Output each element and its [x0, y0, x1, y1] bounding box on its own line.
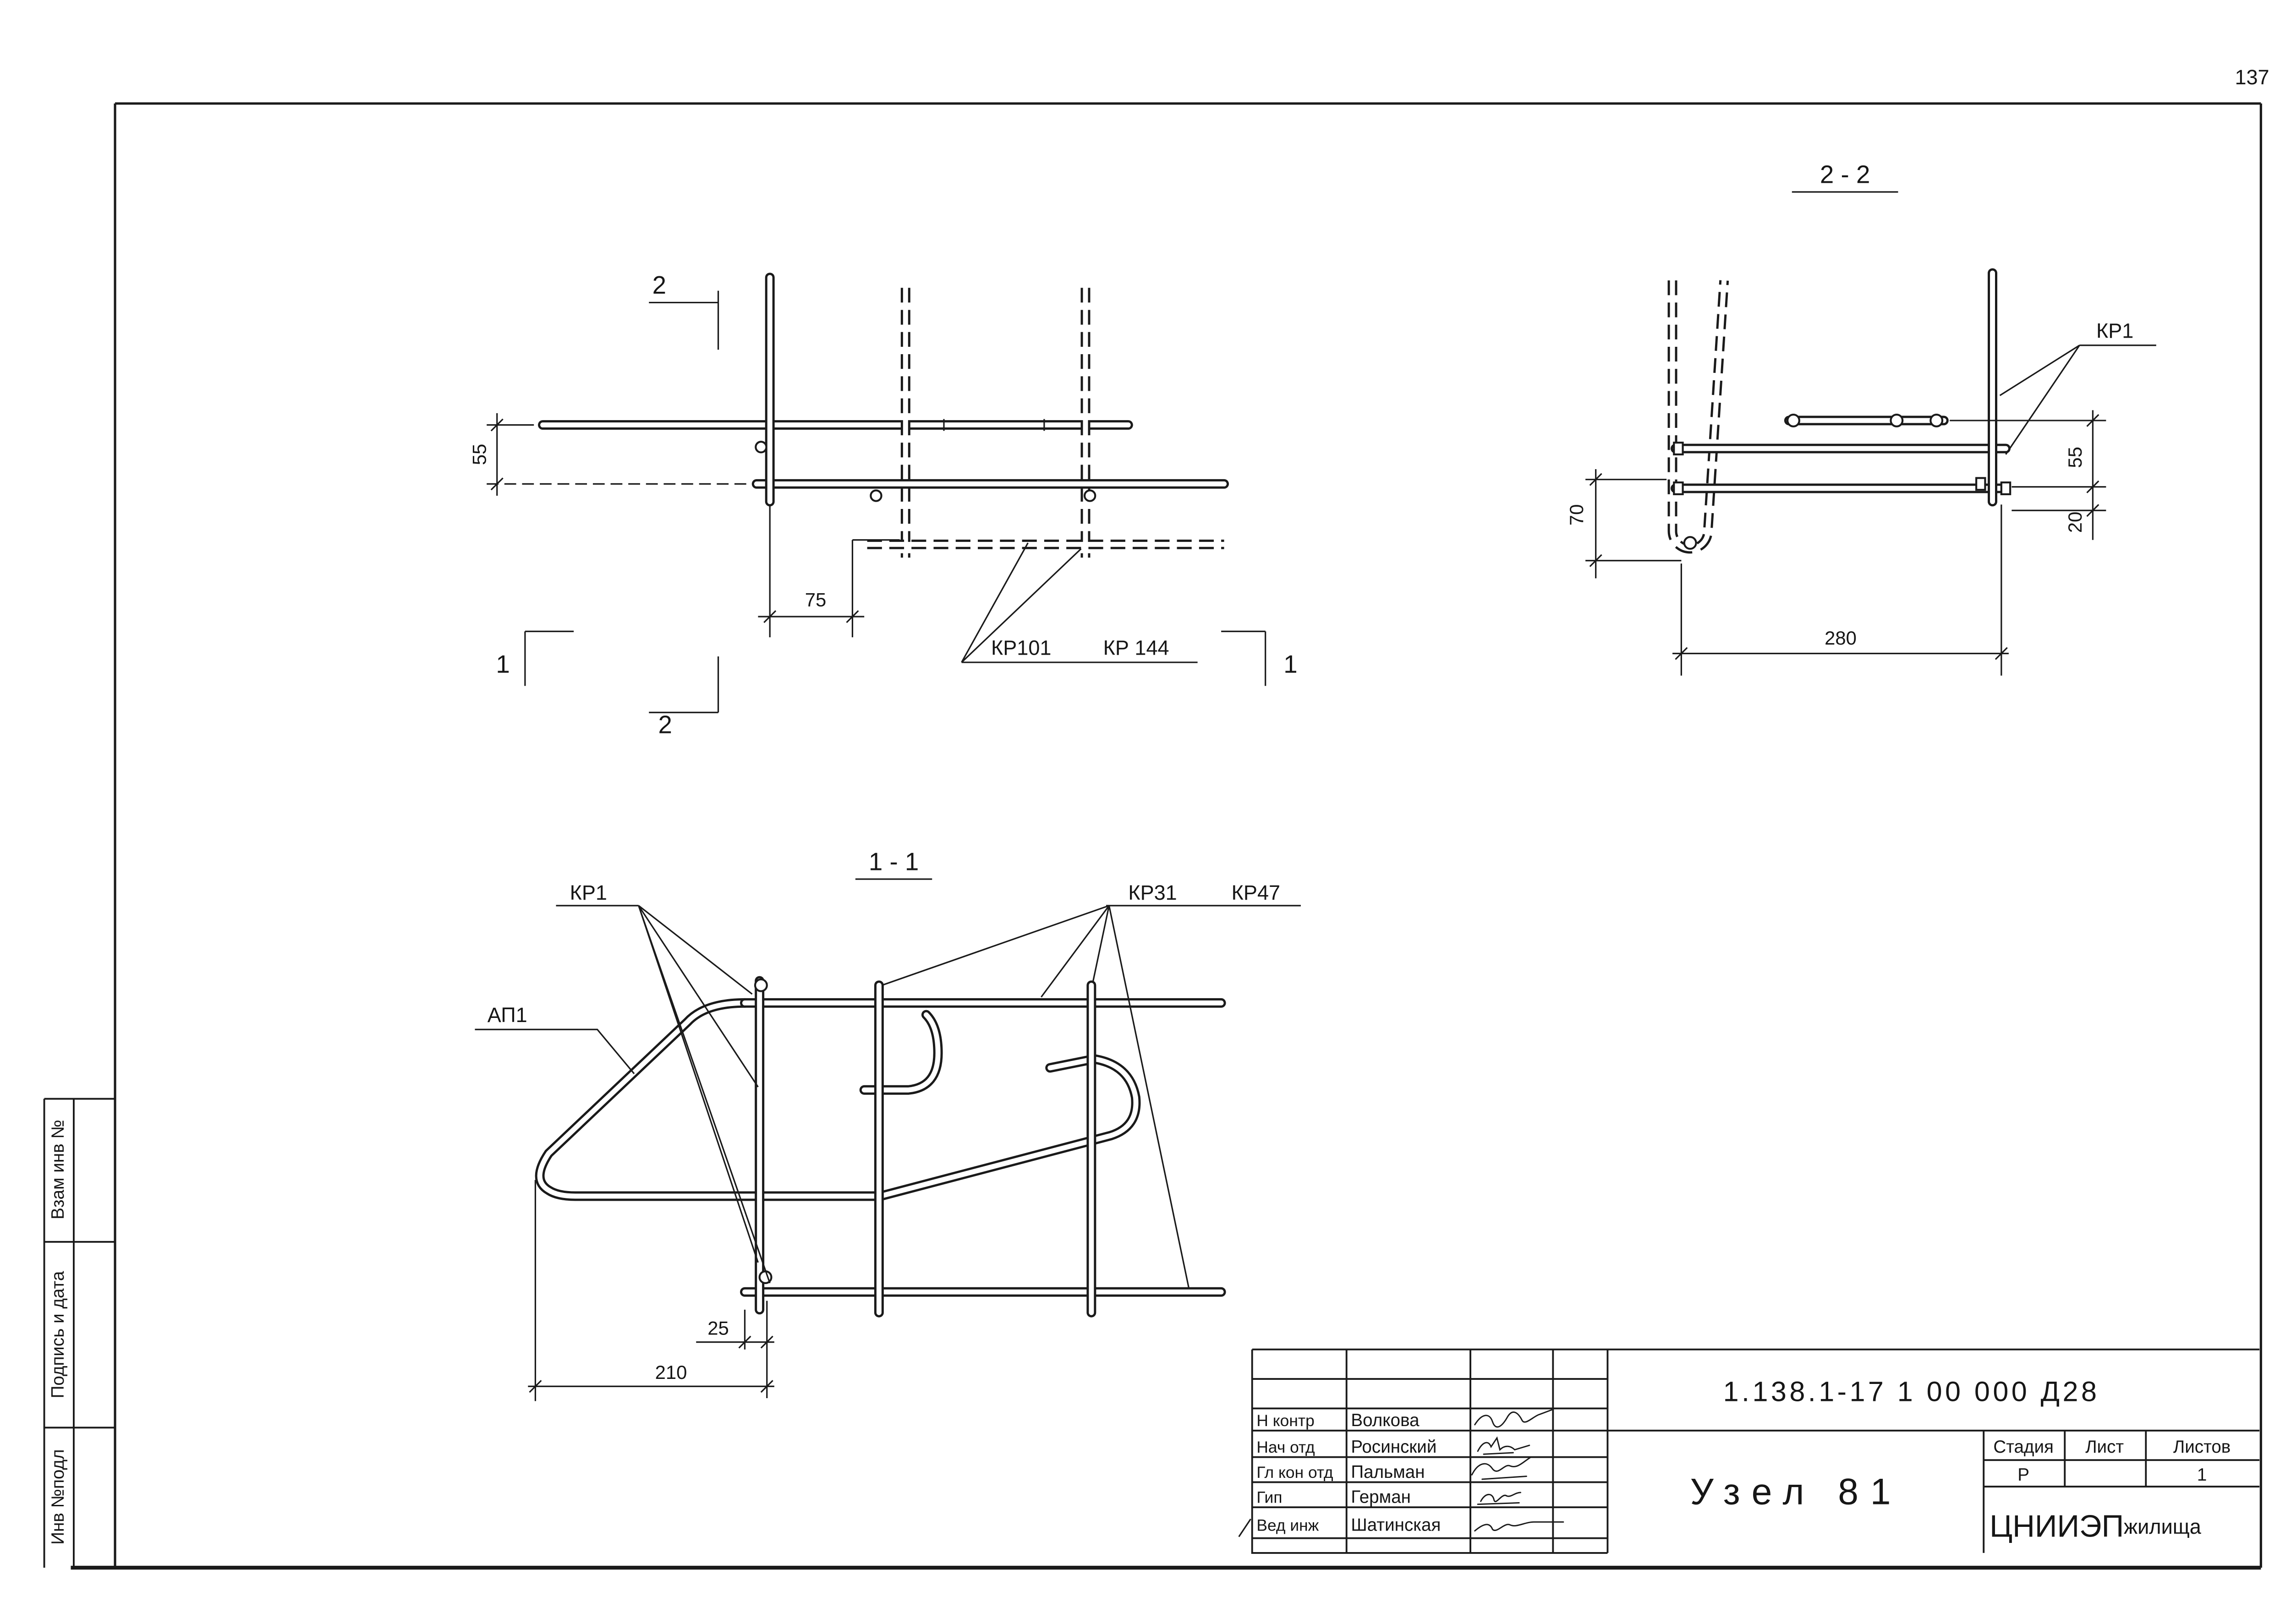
plan-callout-kr101: КР101	[991, 636, 1051, 660]
staff-name-5: Шатинская	[1351, 1515, 1441, 1535]
plan-bar-section-3	[1083, 489, 1096, 502]
section-2-2-dim-70-line	[1589, 469, 1602, 579]
plan-callout-leader	[961, 542, 1198, 663]
plan-dim-75-extension	[769, 504, 900, 638]
section-1-1-ap1-bent-bar	[535, 998, 1141, 1201]
section-2-2-upper-pin-3	[1929, 413, 1944, 427]
plan-dim-55-value: 55	[468, 444, 490, 465]
signature-2	[1477, 1436, 1530, 1455]
signature-3	[1471, 1456, 1532, 1480]
staff-name-4: Герман	[1351, 1487, 1411, 1507]
section-1-1-dim-210-value: 210	[655, 1362, 687, 1383]
staff-role-4: Гип	[1256, 1488, 1282, 1506]
section-2-2-dim-280-value: 280	[1825, 627, 1857, 649]
staff-role-3: Гл кон отд	[1256, 1463, 1333, 1482]
drawing-title: Узел 81	[1690, 1471, 1903, 1513]
organization-name: ЦНИИЭП	[1990, 1509, 2124, 1544]
section-1-1-dim-210-line	[528, 1380, 774, 1393]
signature-4	[1477, 1492, 1521, 1505]
plan-dim-55-line	[490, 413, 504, 496]
section-2-2-bar-end-1	[1673, 442, 1684, 456]
side-stamp: Взам инв № Подпись и дата Инв №подл	[43, 1098, 115, 1568]
section-1-1-kr31-kr47-leader	[882, 905, 1301, 1288]
staff-name-2: Росинский	[1351, 1437, 1436, 1457]
section-2-2-dim-55-value: 55	[2064, 447, 2086, 468]
section-mark-1-left-line	[524, 630, 574, 686]
title-block-margin-mark	[1238, 1518, 1251, 1537]
plan-callout-kr144: КР 144	[1103, 636, 1169, 660]
staff-role-2: Нач отд	[1256, 1438, 1315, 1456]
section-1-1-kr1-leader	[556, 905, 771, 1284]
section-mark-2-bottom-line	[649, 656, 719, 713]
section-2-2-dim-20-value: 20	[2064, 512, 2086, 533]
section-2-2: 2 - 2 КР1 55 20 70 280	[1566, 160, 2156, 676]
section-2-2-upper-pin-2	[1890, 413, 1904, 427]
section-2-2-hairpin-pin	[1683, 536, 1697, 550]
section-mark-1-left-label: 1	[496, 650, 510, 678]
section-1-1-dim-25-value: 25	[707, 1318, 729, 1339]
side-stamp-inventory-original: Инв №подл	[48, 1449, 68, 1544]
section-2-2-callout-kr1: КР1	[2096, 319, 2133, 343]
staff-name-1: Волкова	[1351, 1411, 1420, 1430]
plan-dim-75-value: 75	[805, 589, 827, 610]
drawing-frame	[71, 102, 2262, 1570]
plan-bar-section-2	[870, 489, 882, 502]
page-number: 137	[2235, 66, 2269, 89]
side-stamp-signature-date: Подпись и дата	[48, 1271, 68, 1398]
section-1-1-title: 1 - 1	[869, 848, 919, 876]
section-2-2-dim-right-line	[2086, 410, 2099, 540]
stage-header: Стадия	[1993, 1437, 2054, 1457]
title-block: Н контр Волкова Нач отд Росинский Гл кон…	[1238, 1348, 2260, 1554]
title-block-left-columns	[1345, 1349, 1609, 1553]
section-1-1-callout-kr31: КР31	[1128, 881, 1177, 904]
section-1-1-ap1-leader	[475, 1028, 635, 1074]
section-1-1-callout-kr1: КР1	[570, 881, 607, 904]
plan-view: 2 2 1 1 55 75 КР101 КР 144	[468, 271, 1297, 738]
section-1-1-pin-top	[754, 978, 768, 992]
section-mark-1-right-label: 1	[1283, 650, 1297, 678]
stage-value: Р	[2017, 1465, 2029, 1485]
section-mark-2-top-line	[649, 290, 719, 350]
sheets-header: Листов	[2173, 1437, 2231, 1457]
section-2-2-bar-end-2	[1673, 481, 1684, 495]
title-block-left-rows	[1252, 1378, 1608, 1539]
section-2-2-bar-end-3	[1975, 477, 1986, 491]
side-stamp-replaced-inventory: Взам инв №	[48, 1120, 68, 1219]
sheets-total-value: 1	[2197, 1465, 2207, 1485]
organization-suffix: жилища	[2124, 1515, 2202, 1538]
staff-role-5: Вед инж	[1256, 1516, 1319, 1535]
section-2-2-dim-70-extensions	[1585, 479, 1682, 562]
section-2-2-hairpin-bar-core	[1670, 278, 1727, 552]
section-mark-2-bottom-label: 2	[658, 710, 672, 738]
side-stamp-border	[43, 1098, 115, 1568]
plan-dim-75-line	[758, 610, 865, 623]
title-block-right-grid	[1607, 1429, 2260, 1553]
sheet-header: Лист	[2085, 1437, 2124, 1457]
staff-name-3: Пальман	[1351, 1462, 1425, 1482]
section-2-2-dim-280-line	[1672, 647, 2009, 660]
section-2-2-dim-280-extensions	[1680, 504, 2002, 676]
section-2-2-dim-70-value: 70	[1566, 504, 1587, 526]
section-2-2-callout-leader	[1999, 344, 2156, 455]
signature-1	[1474, 1409, 1552, 1428]
title-block-outline	[1251, 1348, 2260, 1554]
section-2-2-title: 2 - 2	[1820, 160, 1870, 189]
section-mark-2-top-label: 2	[652, 271, 666, 299]
section-1-1-callout-kr47: КР47	[1232, 881, 1280, 904]
section-1-1-dim-extensions	[534, 1180, 768, 1401]
section-1-1-hook-bar-core	[861, 1012, 941, 1093]
section-2-2-upper-pin-1	[1787, 413, 1800, 427]
section-1-1-dim-25-line	[696, 1335, 774, 1349]
section-mark-1-right-line	[1221, 630, 1266, 686]
section-1-1: 1 - 1 КР1 КР31 КР47 АП1 25 210	[475, 848, 1301, 1401]
section-2-2-bar-end-4	[2000, 481, 2011, 495]
section-1-1-ap1-bent-bar-core	[537, 1000, 1139, 1199]
section-2-2-dim-right-extensions	[1950, 420, 2106, 511]
staff-role-1: Н контр	[1256, 1411, 1314, 1430]
section-1-1-callout-ap1: АП1	[488, 1003, 527, 1027]
drawing-designation: 1.138.1-17 1 00 000 Д28	[1723, 1376, 2100, 1407]
plan-bar-section-1	[755, 441, 767, 454]
signature-5	[1474, 1521, 1564, 1532]
